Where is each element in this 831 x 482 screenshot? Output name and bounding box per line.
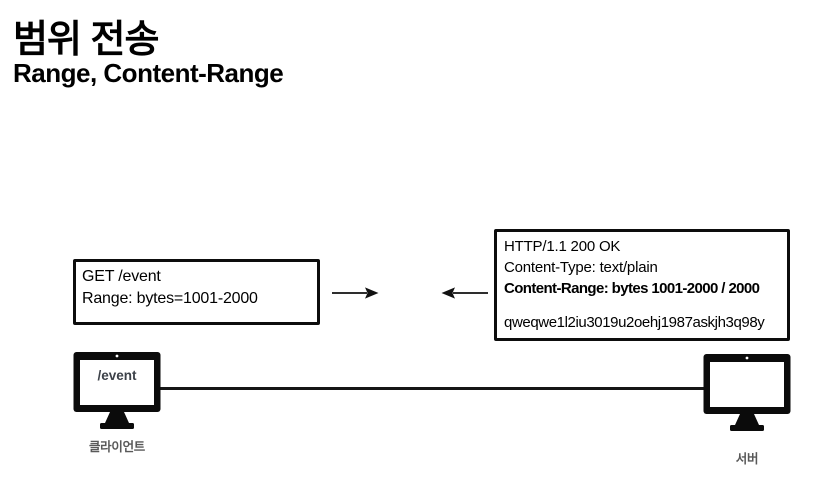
response-content-range-line: Content-Range: bytes 1001-2000 / 2000 xyxy=(504,280,760,297)
request-arrow-icon xyxy=(332,287,379,299)
response-status-line: HTTP/1.1 200 OK xyxy=(504,238,621,255)
response-content-type-line: Content-Type: text/plain xyxy=(504,259,658,276)
request-message-box: GET /event Range: bytes=1001-2000 xyxy=(73,259,320,325)
camera-dot-icon xyxy=(115,354,119,358)
request-method-line: GET /event xyxy=(82,268,161,285)
response-message-box: HTTP/1.1 200 OK Content-Type: text/plain… xyxy=(494,229,790,341)
client-caption: 클라이언트 xyxy=(88,440,145,454)
server-monitor-icon xyxy=(703,354,791,431)
client-screen-label: /event xyxy=(97,368,137,383)
response-body-text: qweqwe1l2iu3019u2oehj1987askjh3q98y xyxy=(504,314,765,331)
request-range-header-line: Range: bytes=1001-2000 xyxy=(82,290,258,307)
server-caption: 서버 xyxy=(735,452,759,466)
client-monitor-icon: /event xyxy=(73,352,161,429)
camera-dot-icon xyxy=(745,356,749,360)
page-subtitle: Range, Content-Range xyxy=(13,58,284,88)
response-arrow-icon xyxy=(441,287,488,299)
client-server-connection-line xyxy=(159,387,706,390)
page-title: 범위 전송 xyxy=(13,19,159,61)
